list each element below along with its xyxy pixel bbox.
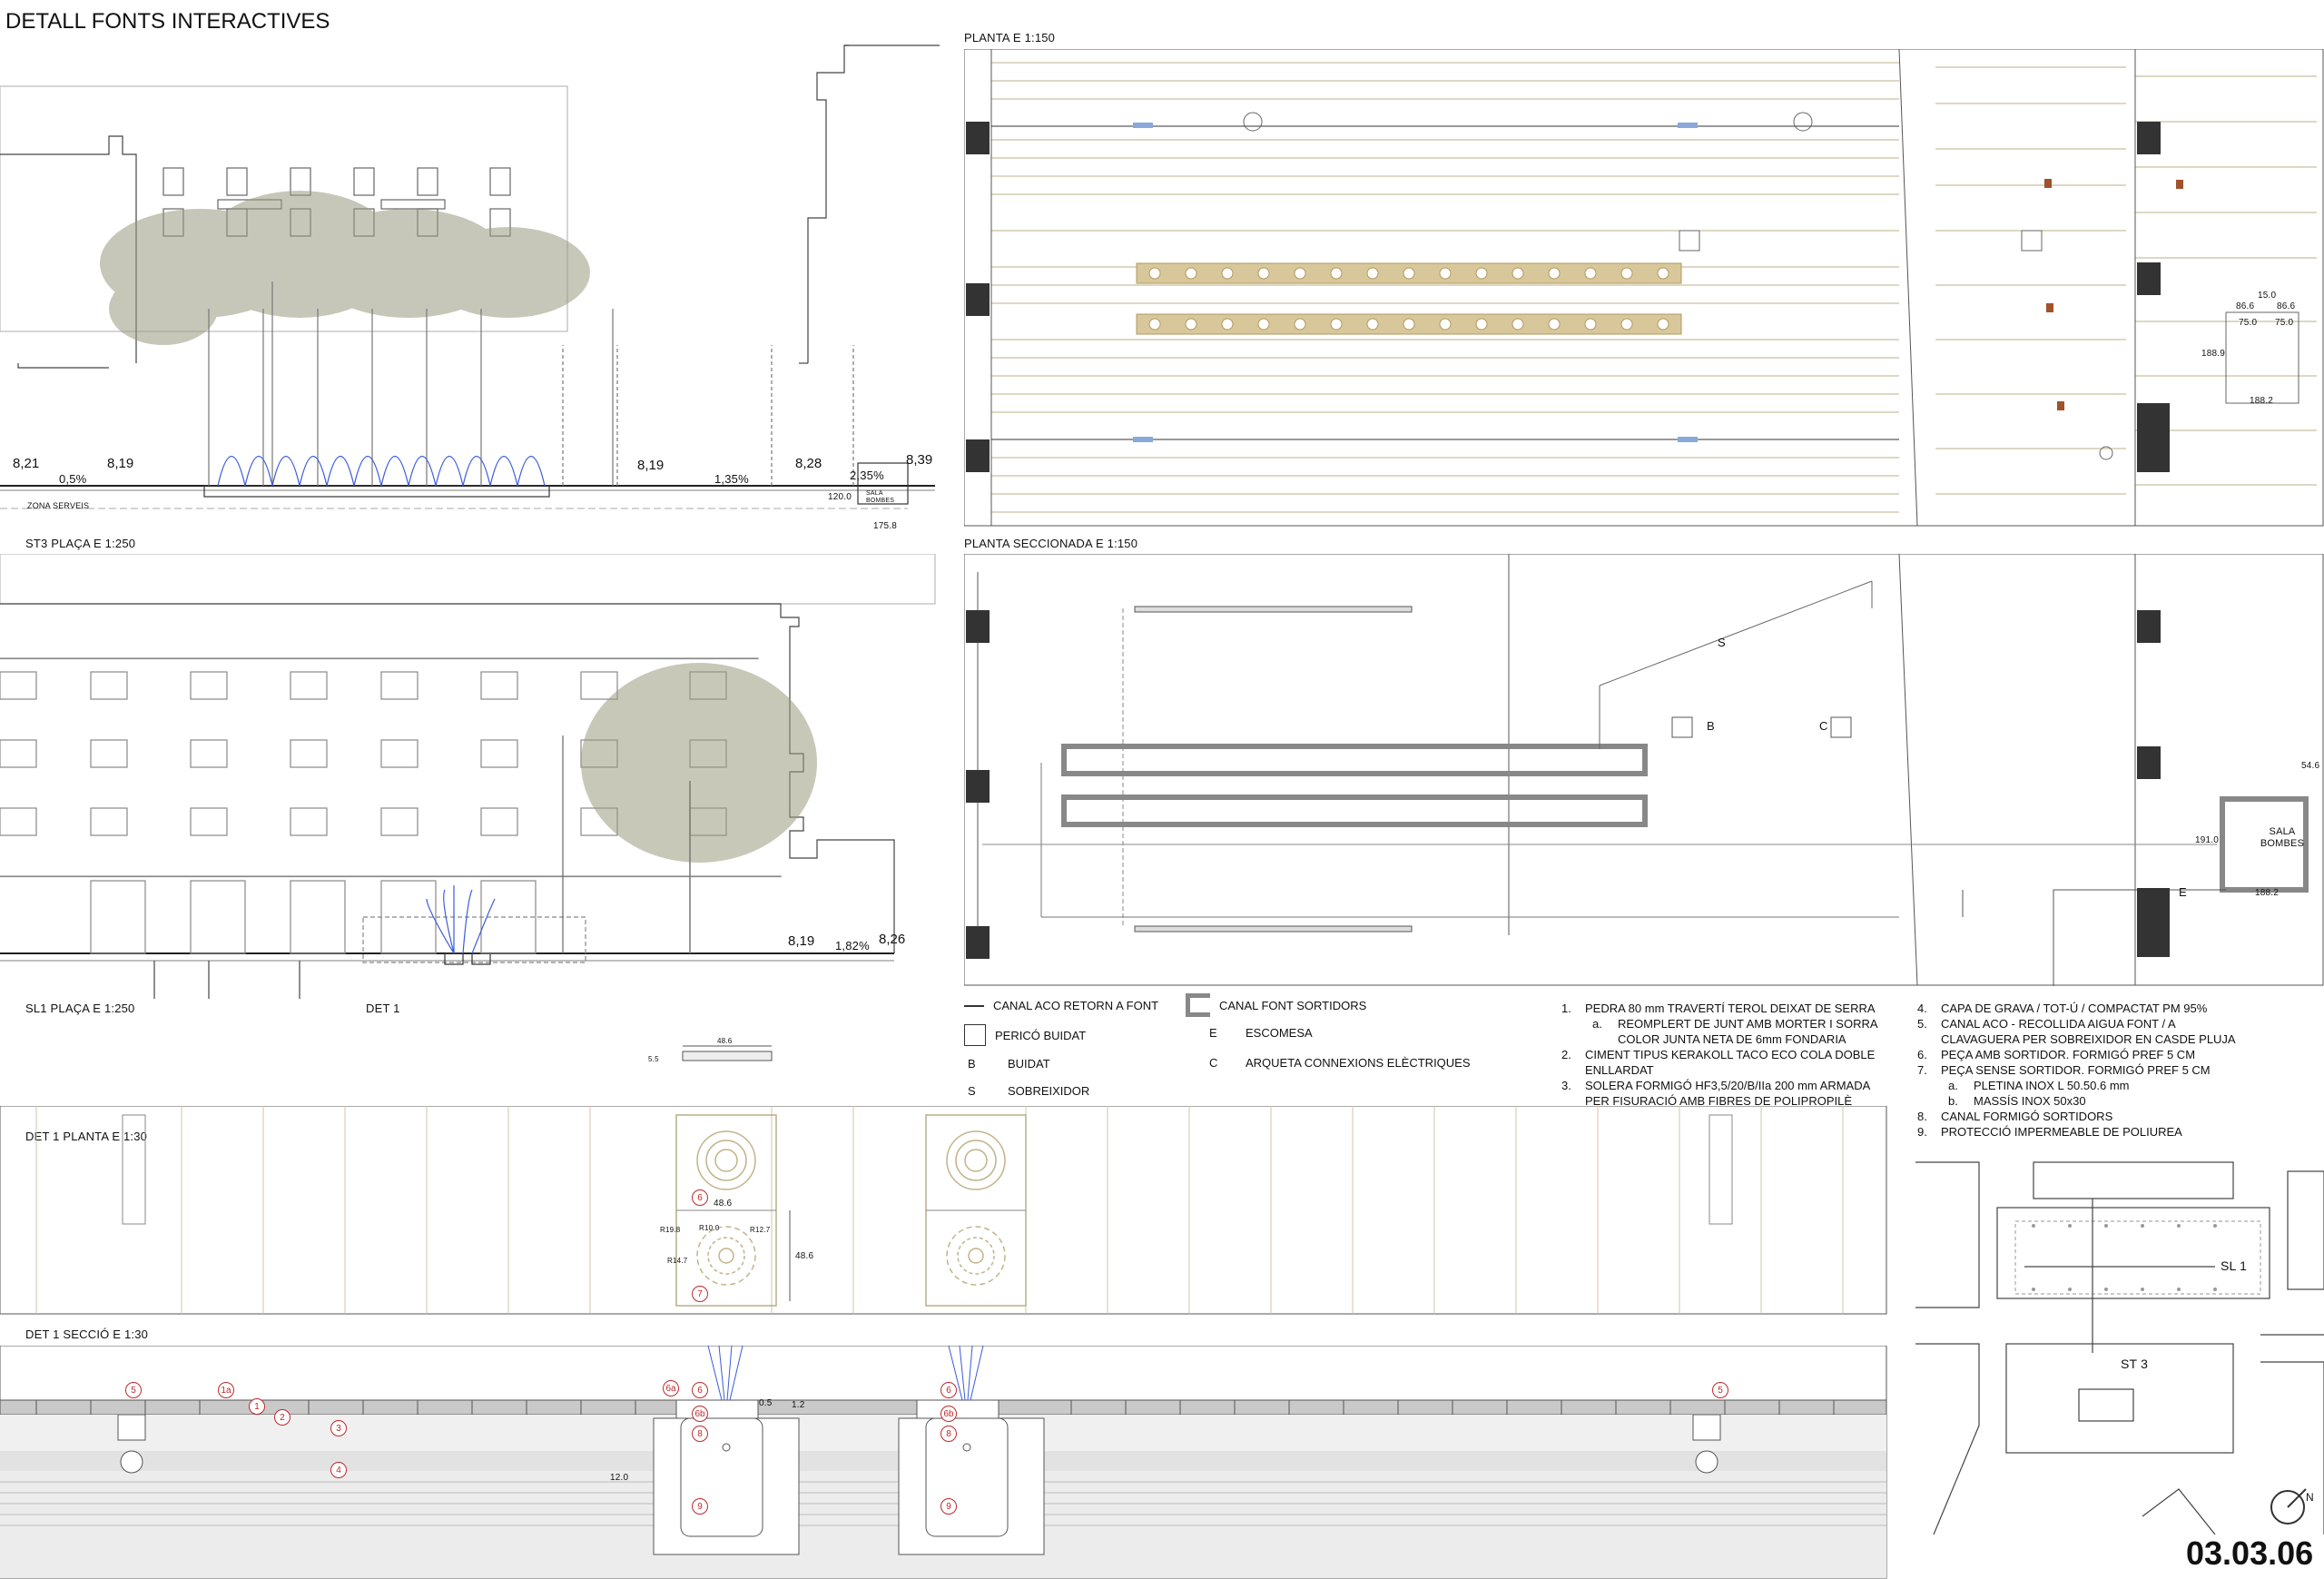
level-821: 8,21 bbox=[13, 456, 40, 471]
slope-05: 0,5% bbox=[59, 472, 87, 486]
det1-w: 48.6 bbox=[714, 1199, 733, 1209]
dim-191: 191.0 bbox=[2195, 835, 2220, 845]
det1-r3: R12.7 bbox=[750, 1226, 771, 1234]
level-826-sl1: 8,26 bbox=[879, 932, 906, 947]
view-title-planta-seccionada: PLANTA SECCIONADA E 1:150 bbox=[964, 537, 1138, 550]
sec-marker-8: 8 bbox=[692, 1426, 708, 1442]
plan-dim-1889: 188.9 bbox=[2201, 349, 2226, 359]
det1-top-w: 48.6 bbox=[717, 1037, 733, 1045]
sala-bombes-plan: SALA BOMBES bbox=[2260, 826, 2305, 849]
dim-546: 54.6 bbox=[2301, 761, 2320, 771]
slope-182: 1,82% bbox=[835, 939, 870, 952]
sheet-title: DETALL FONTS INTERACTIVES bbox=[5, 9, 330, 34]
key-sl1: SL 1 bbox=[2221, 1258, 2248, 1273]
det1-h: 48.6 bbox=[795, 1251, 814, 1261]
det1-top-small-detail bbox=[682, 1045, 773, 1061]
legend-perico: PERICÓ BUIDAT bbox=[964, 1024, 1086, 1046]
dim-120: 120.0 bbox=[828, 492, 852, 502]
sec-marker-6b: 6b bbox=[692, 1406, 708, 1422]
det1-planta-plan bbox=[0, 1106, 1887, 1315]
sec-marker-2: 2 bbox=[274, 1409, 290, 1426]
level-828: 8,28 bbox=[795, 456, 822, 471]
plan-dim-75a: 75.0 bbox=[2239, 318, 2258, 328]
sec-marker-4: 4 bbox=[330, 1462, 347, 1478]
sec-marker-3: 3 bbox=[330, 1420, 347, 1436]
sec-dim-12b: 1.2 bbox=[792, 1400, 805, 1410]
slope-135: 1,35% bbox=[714, 472, 749, 486]
view-title-st3: ST3 PLAÇA E 1:250 bbox=[25, 537, 136, 550]
plan-dim-75b: 75.0 bbox=[2275, 318, 2294, 328]
zona-serveis: ZONA SERVEIS bbox=[27, 501, 90, 510]
planta-seccionada-plan bbox=[964, 554, 2324, 986]
sec-marker-6b-right: 6b bbox=[940, 1406, 957, 1422]
sl1-elevation bbox=[0, 554, 936, 999]
label-c: C bbox=[1819, 719, 1828, 733]
level-819-sl1: 8,19 bbox=[788, 933, 815, 949]
sec-dim-12: 12.0 bbox=[610, 1473, 629, 1483]
sec-marker-1: 1 bbox=[249, 1398, 265, 1415]
sec-marker-5b: 5 bbox=[1712, 1382, 1728, 1398]
label-e: E bbox=[2179, 885, 2187, 899]
sec-marker-1a: 1a bbox=[218, 1382, 234, 1398]
legend-canal-font: CANAL FONT SORTIDORS bbox=[1186, 993, 1366, 1017]
north-arrow-icon: N bbox=[2306, 1491, 2314, 1504]
notes-right: 4.CAPA DE GRAVA / TOT-Ú / COMPACTAT PM 9… bbox=[1917, 1002, 2236, 1139]
sec-marker-6-right: 6 bbox=[940, 1382, 957, 1398]
sec-marker-9-right: 9 bbox=[940, 1498, 957, 1515]
st3-elevation bbox=[0, 44, 940, 509]
dim-1882-sec: 188.2 bbox=[2255, 888, 2280, 898]
planta-plan bbox=[964, 49, 2324, 527]
level-819-left: 8,19 bbox=[107, 456, 134, 471]
notes-left: 1.PEDRA 80 mm TRAVERTÍ TEROL DEIXAT DE S… bbox=[1561, 1002, 1877, 1108]
legend-canal-aco: CANAL ACO RETORN A FONT bbox=[964, 999, 1158, 1012]
det1-marker-6: 6 bbox=[692, 1189, 708, 1206]
plan-dim-866b: 86.6 bbox=[2277, 301, 2296, 311]
det1-r1: R19.8 bbox=[660, 1226, 681, 1234]
sala-bombes-st3: SALA BOMBES bbox=[866, 490, 895, 504]
sec-marker-8-right: 8 bbox=[940, 1426, 957, 1442]
plan-dim-1882: 188.2 bbox=[2250, 396, 2274, 406]
dim-1758: 175.8 bbox=[873, 521, 898, 531]
plan-dim-866a: 86.6 bbox=[2236, 301, 2255, 311]
view-title-planta: PLANTA E 1:150 bbox=[964, 31, 1056, 44]
view-title-sl1: SL1 PLAÇA E 1:250 bbox=[25, 1002, 135, 1015]
view-ref-det1: DET 1 bbox=[366, 1002, 400, 1015]
det1-r4: R14.7 bbox=[667, 1257, 688, 1265]
det1-seccio-section bbox=[0, 1346, 1887, 1579]
level-819-right: 8,19 bbox=[637, 458, 665, 473]
sec-dim-05: 0.5 bbox=[759, 1398, 773, 1408]
key-plan bbox=[1915, 1161, 2324, 1535]
sheet-number: 03.03.06 bbox=[2186, 1535, 2314, 1572]
det1-top-h: 5.5 bbox=[648, 1055, 659, 1063]
sec-marker-6a: 6a bbox=[663, 1380, 679, 1396]
label-s: S bbox=[1718, 636, 1726, 649]
level-839: 8,39 bbox=[906, 452, 933, 468]
view-title-det1-seccio: DET 1 SECCIÓ E 1:30 bbox=[25, 1327, 149, 1341]
det1-r2: R10.0 bbox=[699, 1224, 720, 1232]
sec-marker-5a: 5 bbox=[125, 1382, 142, 1398]
label-b: B bbox=[1707, 719, 1715, 733]
sec-marker-9: 9 bbox=[692, 1498, 708, 1515]
det1-marker-7: 7 bbox=[692, 1286, 708, 1302]
sec-marker-6: 6 bbox=[692, 1382, 708, 1398]
view-title-det1-planta: DET 1 PLANTA E 1:30 bbox=[25, 1130, 148, 1143]
slope-235: 2,35% bbox=[850, 469, 884, 482]
key-st3: ST 3 bbox=[2121, 1357, 2149, 1371]
plan-dim-15: 15.0 bbox=[2258, 291, 2277, 301]
